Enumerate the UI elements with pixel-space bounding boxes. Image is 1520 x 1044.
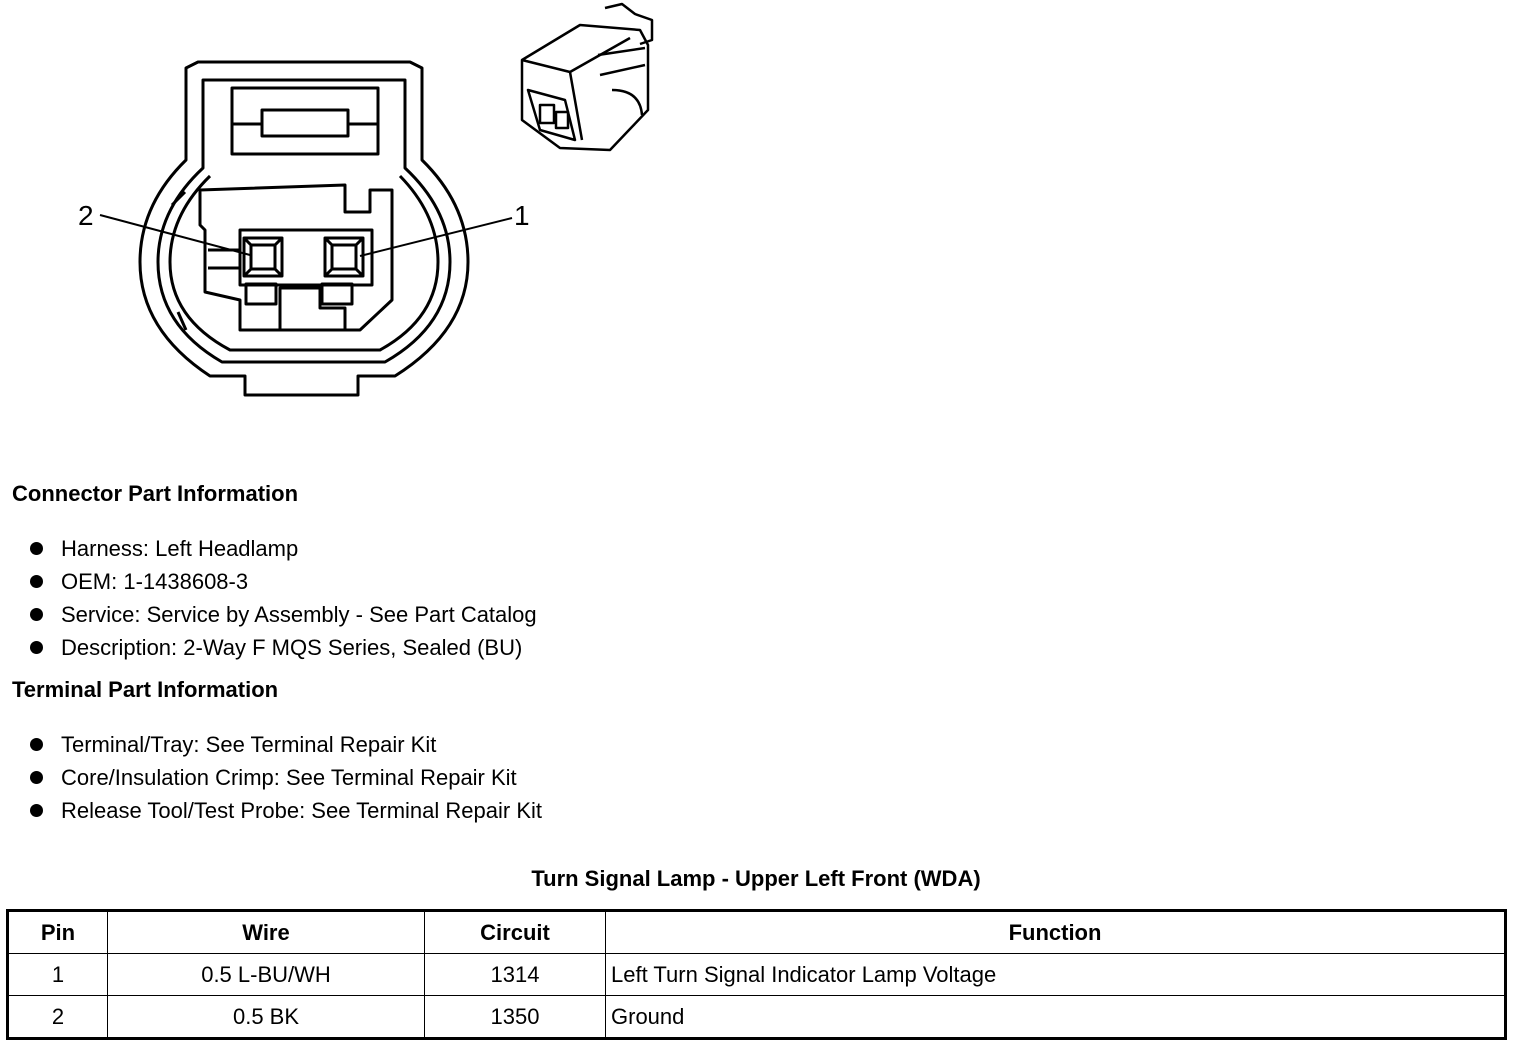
table-row: 1 0.5 L-BU/WH 1314 Left Turn Signal Indi… bbox=[7, 953, 1506, 996]
pinout-table: Pin Wire Circuit Function 1 0.5 L-BU/WH … bbox=[6, 909, 1507, 1040]
cell-function: Ground bbox=[605, 995, 1506, 1039]
bullet-icon bbox=[30, 771, 43, 784]
connector-isometric-diagram bbox=[520, 2, 654, 152]
cell-circuit: 1350 bbox=[424, 995, 606, 1039]
pinout-table-title: Turn Signal Lamp - Upper Left Front (WDA… bbox=[531, 866, 981, 891]
connector-info-title: Connector Part Information bbox=[12, 481, 299, 506]
bullet-icon bbox=[30, 608, 43, 621]
header-function: Function bbox=[605, 910, 1506, 954]
cell-wire: 0.5 BK bbox=[107, 995, 425, 1039]
pin-callout-2: 2 bbox=[78, 200, 94, 231]
terminal-info-title: Terminal Part Information bbox=[12, 677, 279, 702]
bullet-icon bbox=[30, 738, 43, 751]
table-row: 2 0.5 BK 1350 Ground bbox=[7, 995, 1506, 1039]
cell-pin: 2 bbox=[7, 995, 108, 1039]
header-pin: Pin bbox=[7, 910, 108, 954]
connector-face-diagram: 2 1 bbox=[78, 60, 530, 397]
list-item: Core/Insulation Crimp: See Terminal Repa… bbox=[30, 761, 542, 794]
bullet-icon bbox=[30, 641, 43, 654]
bullet-icon bbox=[30, 542, 43, 555]
terminal-info-list: Terminal/Tray: See Terminal Repair Kit C… bbox=[30, 728, 542, 827]
bullet-icon bbox=[30, 804, 43, 817]
connector-info-list: Harness: Left Headlamp OEM: 1-1438608-3 … bbox=[30, 532, 537, 664]
cell-circuit: 1314 bbox=[424, 953, 606, 996]
list-item: OEM: 1-1438608-3 bbox=[30, 565, 537, 598]
cell-pin: 1 bbox=[7, 953, 108, 996]
header-circuit: Circuit bbox=[424, 910, 606, 954]
table-header-row: Pin Wire Circuit Function bbox=[7, 910, 1506, 954]
list-item: Service: Service by Assembly - See Part … bbox=[30, 598, 537, 631]
list-item: Harness: Left Headlamp bbox=[30, 532, 537, 565]
header-wire: Wire bbox=[107, 910, 425, 954]
list-item: Release Tool/Test Probe: See Terminal Re… bbox=[30, 794, 542, 827]
cell-function: Left Turn Signal Indicator Lamp Voltage bbox=[605, 953, 1506, 996]
cell-wire: 0.5 L-BU/WH bbox=[107, 953, 425, 996]
pin-callout-1: 1 bbox=[514, 200, 530, 231]
bullet-icon bbox=[30, 575, 43, 588]
list-item: Terminal/Tray: See Terminal Repair Kit bbox=[30, 728, 542, 761]
list-item: Description: 2-Way F MQS Series, Sealed … bbox=[30, 631, 537, 664]
